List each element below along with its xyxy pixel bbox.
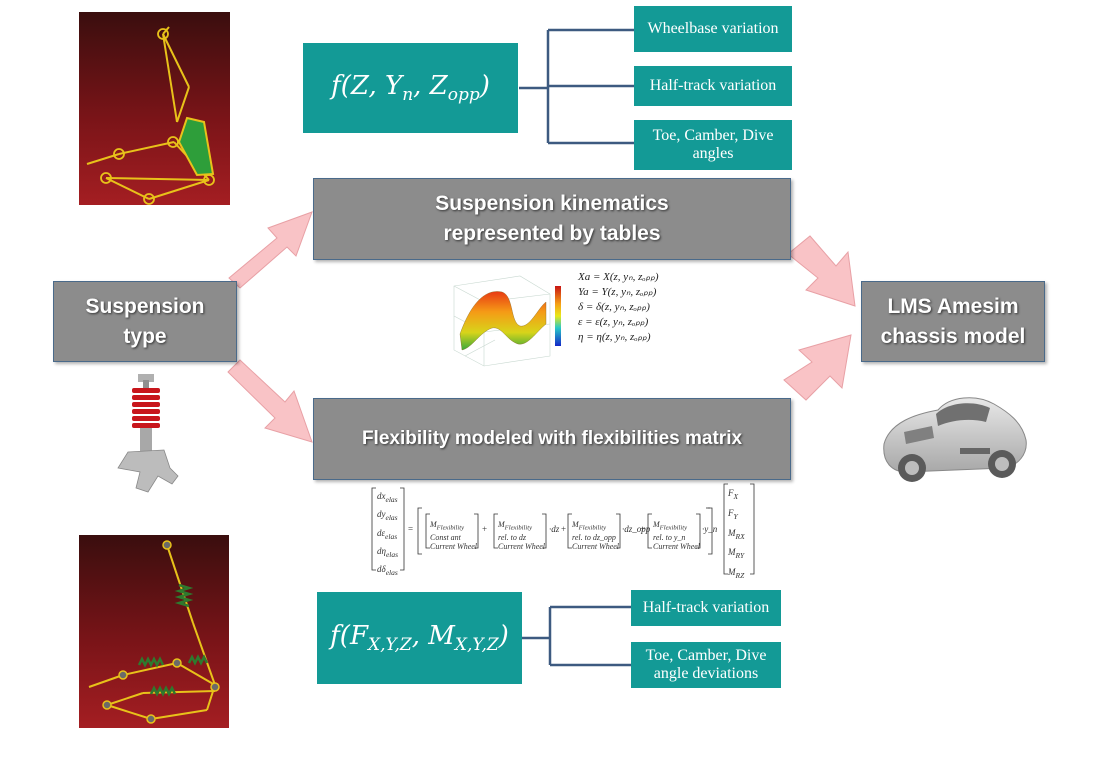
amesim-box: LMS Amesim chassis model: [861, 281, 1045, 362]
arrow-kinematics-to-amesim: [787, 235, 856, 307]
output-half-track-variation: Half-track variation: [634, 66, 792, 106]
output-angle-deviations: Toe, Camber, Dive angle deviations: [631, 642, 781, 688]
arrow-to-kinematics: [228, 211, 313, 289]
flexibility-function-formula: f(FX,Y,Z, MX,Y,Z): [330, 620, 509, 656]
surface-plot-image: [440, 266, 570, 370]
plus-sign-3: +: [640, 524, 646, 534]
equals-sign: =: [408, 524, 414, 534]
flexible-linkage-diagram-icon: [88, 540, 220, 724]
kinematics-function-formula: f(Z, Yn, Zopp): [331, 70, 490, 106]
plus-sign-1: +: [482, 524, 488, 534]
kinematics-function-box: f(Z, Yn, Zopp): [303, 43, 518, 133]
plus-sign-2: +: [561, 524, 567, 534]
suspension-type-line2: type: [123, 324, 167, 348]
arrow-to-flexibility: [227, 359, 313, 443]
suspension-type-box: Suspension type: [53, 281, 237, 362]
flexibility-box: Flexibility modeled with flexibilities m…: [313, 398, 791, 480]
flexibility-function-box: f(FX,Y,Z, MX,Y,Z): [317, 592, 522, 684]
multiplier-yn: ·y_n: [702, 524, 718, 534]
linkage-diagram-icon: [86, 26, 215, 205]
output-half-track-variation-flex: Half-track variation: [631, 590, 781, 626]
matrix-brackets: [371, 483, 755, 575]
equation-delta: δ = δ(z, yₙ, zₒₚₚ): [578, 301, 650, 313]
equation-eta: η = η(z, yₙ, zₒₚₚ): [578, 331, 651, 343]
car-icon: [883, 397, 1027, 482]
suspension-strut-icon: [117, 374, 179, 493]
strut-image: [108, 372, 188, 496]
amesim-box-line2: chassis model: [880, 324, 1026, 348]
kinematics-box-line1: Suspension kinematics: [435, 192, 669, 215]
output-wheelbase-variation: Wheelbase variation: [634, 6, 792, 52]
multiplier-dzopp: ·dz_opp: [622, 524, 651, 534]
amesim-box-line1: LMS Amesim: [887, 294, 1019, 318]
kinematics-box: Suspension kinematics represented by tab…: [313, 178, 791, 260]
suspension-linkage-image-bottom: [79, 535, 229, 728]
equation-xa: Xa = X(z, yₙ, zₒₚₚ): [578, 271, 659, 283]
equation-epsilon: ε = ε(z, yₙ, zₒₚₚ): [578, 316, 649, 328]
flexibility-matrix-equation: dxelas dyelas dεelas dηelas dδelas = MFl…: [370, 482, 768, 580]
kinematics-box-line2: represented by tables: [443, 222, 661, 245]
matrix-right-vector: FX FY MRX MRY MRZ: [728, 488, 745, 580]
car-image: [876, 378, 1032, 490]
suspension-linkage-image-top: [79, 12, 230, 205]
output-toe-camber-dive: Toe, Camber, Dive angles: [634, 120, 792, 170]
multiplier-dz: ·dz: [549, 524, 560, 534]
kinematics-equations: Xa = X(z, yₙ, zₒₚₚ) Ya = Y(z, yₙ, zₒₚₚ) …: [578, 270, 688, 345]
surface-plot-icon: [453, 275, 561, 367]
suspension-type-line1: Suspension: [85, 294, 205, 318]
arrow-flexibility-to-amesim: [783, 334, 852, 401]
equation-ya: Ya = Y(z, yₙ, zₒₚₚ): [578, 286, 657, 298]
matrix-left-vector: dxelas dyelas dεelas dηelas dδelas: [377, 491, 399, 577]
